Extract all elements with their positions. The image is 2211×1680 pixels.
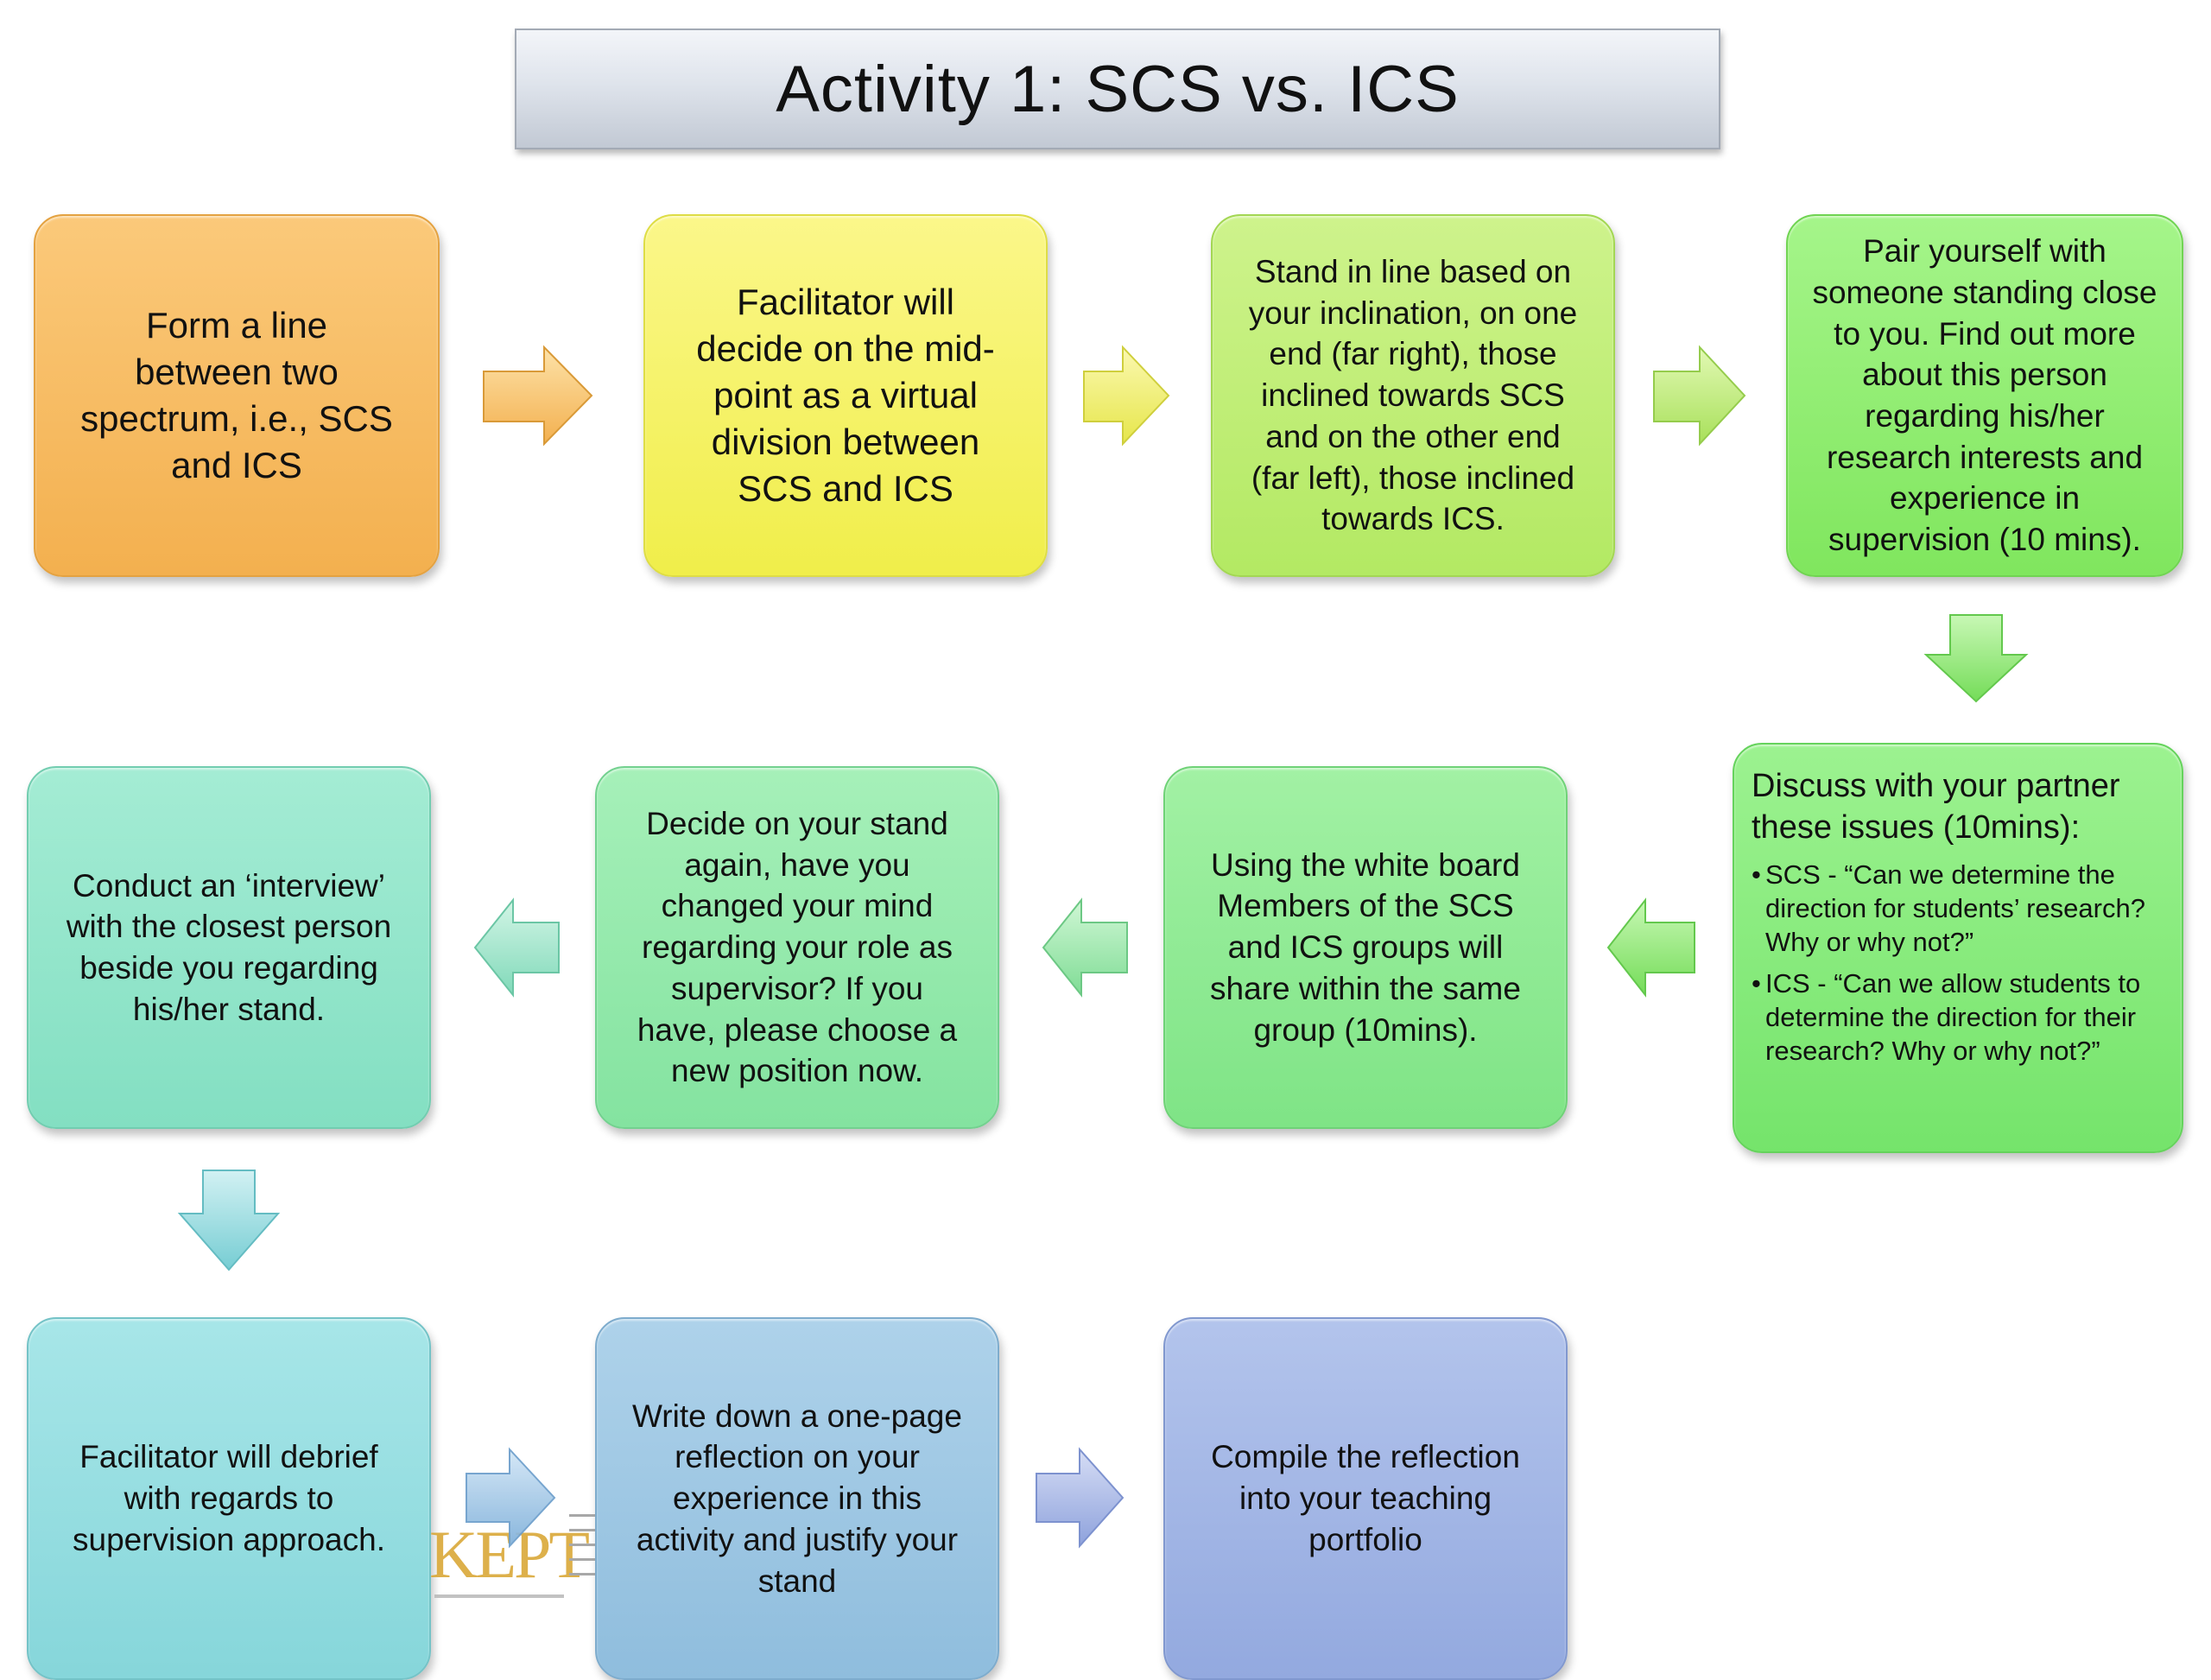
arrow-left-icon xyxy=(1606,897,1695,998)
discuss-heading: Discuss with your partner these issues (… xyxy=(1752,768,2120,846)
step-write-reflection: Write down a one-page reflection on your… xyxy=(595,1317,999,1680)
arrow-right-icon xyxy=(1036,1447,1125,1549)
step-form-line-text: Form a line between two spectrum, i.e., … xyxy=(80,304,393,486)
step-pair-yourself: Pair yourself with someone standing clos… xyxy=(1786,214,2183,577)
kept-logo: KEPT xyxy=(429,1499,595,1615)
arrow-left-icon xyxy=(1042,897,1128,998)
step-compile-reflection-text: Compile the reflection into your teachin… xyxy=(1211,1439,1520,1557)
arrow-down-icon xyxy=(177,1170,281,1271)
arrow-left-icon xyxy=(473,897,560,998)
step-white-board-share: Using the white board Members of the SCS… xyxy=(1163,766,1568,1129)
discuss-bullet-ics: • ICS - “Can we allow students to determ… xyxy=(1752,967,2164,1068)
arrow-right-icon xyxy=(483,345,593,447)
page-title: Activity 1: SCS vs. ICS xyxy=(776,52,1460,126)
arrow-right-icon xyxy=(1653,345,1746,447)
step-discuss-issues: Discuss with your partner these issues (… xyxy=(1733,743,2183,1153)
title-banner: Activity 1: SCS vs. ICS xyxy=(515,29,1720,149)
step-facilitator-debrief: Facilitator will debrief with regards to… xyxy=(27,1317,431,1680)
step-pair-yourself-text: Pair yourself with someone standing clos… xyxy=(1812,233,2157,558)
kept-logo-mark: KEPT xyxy=(429,1517,590,1592)
discuss-bullet-scs-text: SCS - “Can we determine the direction fo… xyxy=(1765,859,2145,958)
discuss-bullet-scs: • SCS - “Can we determine the direction … xyxy=(1752,858,2164,960)
logo-subtitle-line xyxy=(434,1594,564,1598)
step-white-board-share-text: Using the white board Members of the SCS… xyxy=(1210,846,1521,1048)
step-write-reflection-text: Write down a one-page reflection on your… xyxy=(632,1398,962,1599)
step-conduct-interview: Conduct an ‘interview’ with the closest … xyxy=(27,766,431,1129)
arrow-right-icon xyxy=(1083,345,1170,447)
step-conduct-interview-text: Conduct an ‘interview’ with the closest … xyxy=(66,867,392,1027)
step-facilitator-midpoint: Facilitator will decide on the mid- poin… xyxy=(643,214,1048,577)
step-facilitator-debrief-text: Facilitator will debrief with regards to… xyxy=(73,1439,385,1557)
step-form-line: Form a line between two spectrum, i.e., … xyxy=(34,214,440,577)
step-facilitator-midpoint-text: Facilitator will decide on the mid- poin… xyxy=(696,281,995,510)
step-stand-in-line: Stand in line based on your inclination,… xyxy=(1211,214,1615,577)
bullet-icon: • xyxy=(1752,967,1761,998)
step-stand-in-line-text: Stand in line based on your inclination,… xyxy=(1248,253,1578,537)
step-decide-stand-again: Decide on your stand again, have you cha… xyxy=(595,766,999,1129)
bullet-icon: • xyxy=(1752,859,1761,890)
discuss-bullet-ics-text: ICS - “Can we allow students to determin… xyxy=(1765,967,2141,1067)
step-compile-reflection: Compile the reflection into your teachin… xyxy=(1163,1317,1568,1680)
discuss-bullet-list: • SCS - “Can we determine the direction … xyxy=(1752,858,2164,1068)
logo-text-lines xyxy=(569,1514,595,1582)
arrow-down-icon xyxy=(1923,614,2029,703)
step-decide-stand-again-text: Decide on your stand again, have you cha… xyxy=(637,805,958,1089)
